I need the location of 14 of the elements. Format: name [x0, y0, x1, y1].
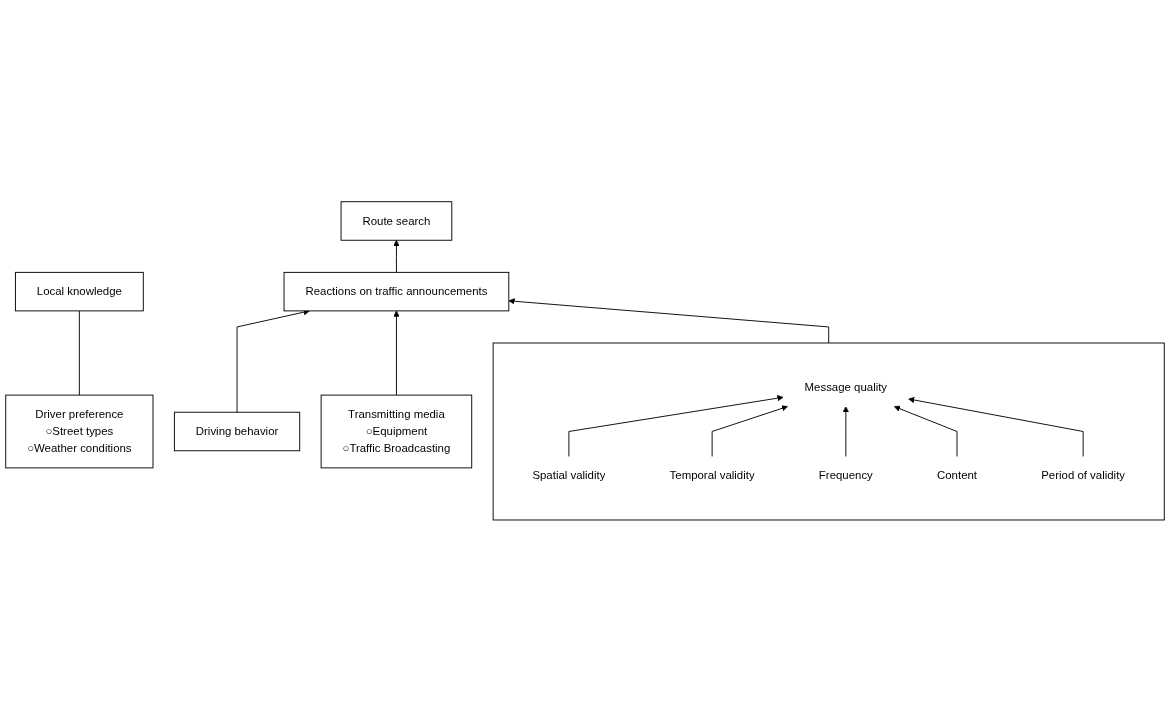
cluster	[492, 342, 1165, 521]
connector	[78, 310, 80, 396]
node-text: Frequency	[818, 469, 873, 482]
node-text: Content	[937, 469, 978, 482]
node-text: Spatial validity	[532, 469, 606, 482]
node-box: Local knowledge	[14, 272, 144, 312]
node-box: Reactions on traffic announcements	[283, 272, 510, 312]
node-box: Driver preference ○Street types ○Weather conditions	[5, 394, 154, 469]
node-text: Period of validity	[1041, 469, 1126, 482]
node-text: Temporal validity	[669, 469, 755, 482]
node-box: Driving behavior	[173, 411, 301, 452]
node-text: Message quality	[804, 380, 888, 394]
node-box: Route search	[340, 201, 453, 241]
node-box: Transmitting media ○Equipment ○Traffic Broadcasting	[320, 394, 473, 469]
